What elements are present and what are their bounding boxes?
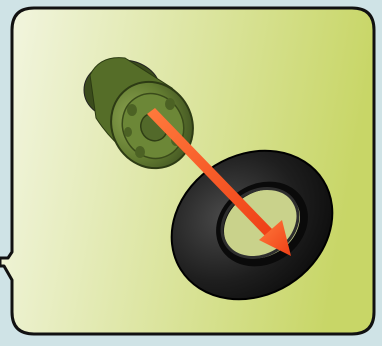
callout-panel xyxy=(0,8,374,334)
